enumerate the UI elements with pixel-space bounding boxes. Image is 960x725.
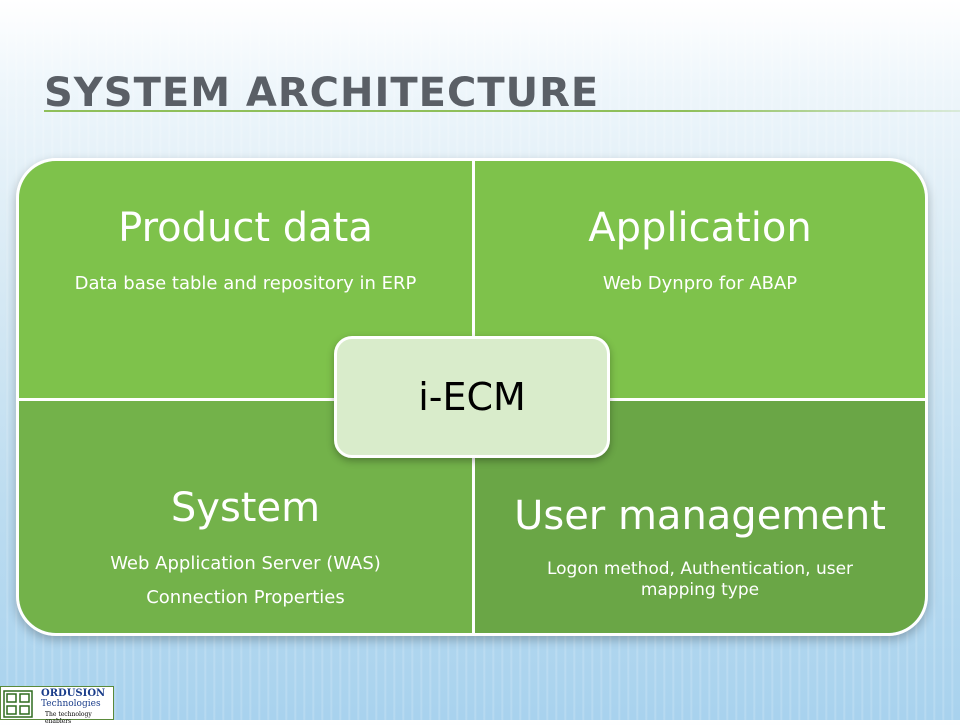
logo-name: ORDUSION bbox=[41, 688, 106, 699]
company-logo: ORDUSION Technologies The technology ena… bbox=[0, 686, 114, 725]
center-label: i-ECM bbox=[418, 375, 526, 419]
quadrant-line: Logon method, Authentication, user mappi… bbox=[546, 559, 854, 600]
quadrant-heading: Application bbox=[588, 205, 812, 251]
quadrant-line: Web Dynpro for ABAP bbox=[602, 273, 798, 294]
slide-title: System Architecture bbox=[44, 70, 600, 116]
quadrant-line: Connection Properties bbox=[146, 587, 345, 608]
center-hub: i-ECM bbox=[334, 336, 610, 458]
quadrant-heading: User management bbox=[514, 493, 886, 539]
title-underline bbox=[44, 110, 960, 112]
logo-sub: Technologies bbox=[41, 699, 101, 709]
logo-grid-icon bbox=[3, 690, 33, 718]
quadrant-heading: System bbox=[170, 485, 321, 531]
quadrant-line: Web Application Server (WAS) bbox=[110, 553, 381, 574]
quadrant-line: Data base table and repository in ERP bbox=[74, 273, 417, 294]
logo-tagline: The technology enablers bbox=[45, 711, 92, 725]
quadrant-heading: Product data bbox=[118, 205, 373, 251]
